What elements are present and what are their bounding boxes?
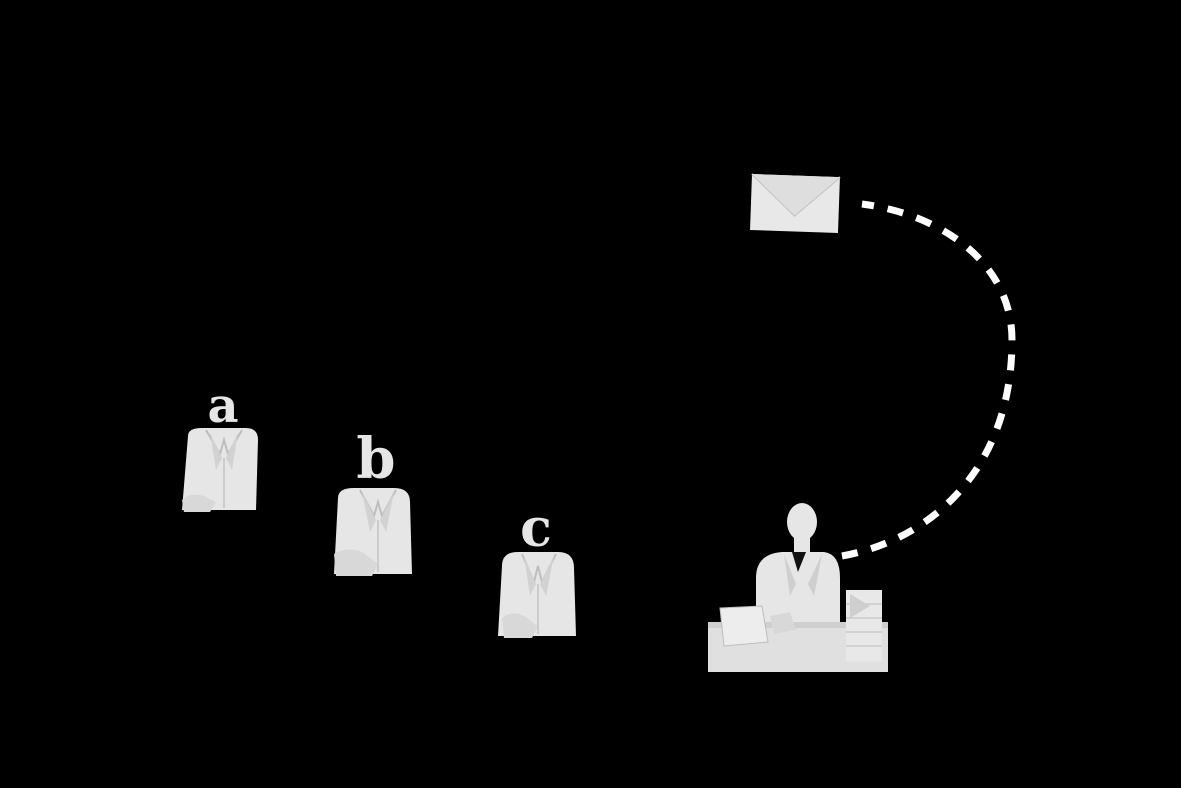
paper-person-icon [182, 428, 258, 512]
paper-person-icon [334, 488, 412, 576]
figure-c: c [498, 498, 576, 638]
figure-a-label: a [207, 378, 238, 434]
paper-person-icon [498, 552, 576, 638]
figure-c-label: c [520, 498, 552, 559]
person-at-desk-icon [708, 503, 888, 672]
figure-a: a [182, 378, 258, 512]
figure-b: b [334, 426, 412, 576]
envelope-icon [750, 173, 841, 234]
recipient [708, 503, 888, 672]
figure-b-label: b [356, 426, 395, 492]
